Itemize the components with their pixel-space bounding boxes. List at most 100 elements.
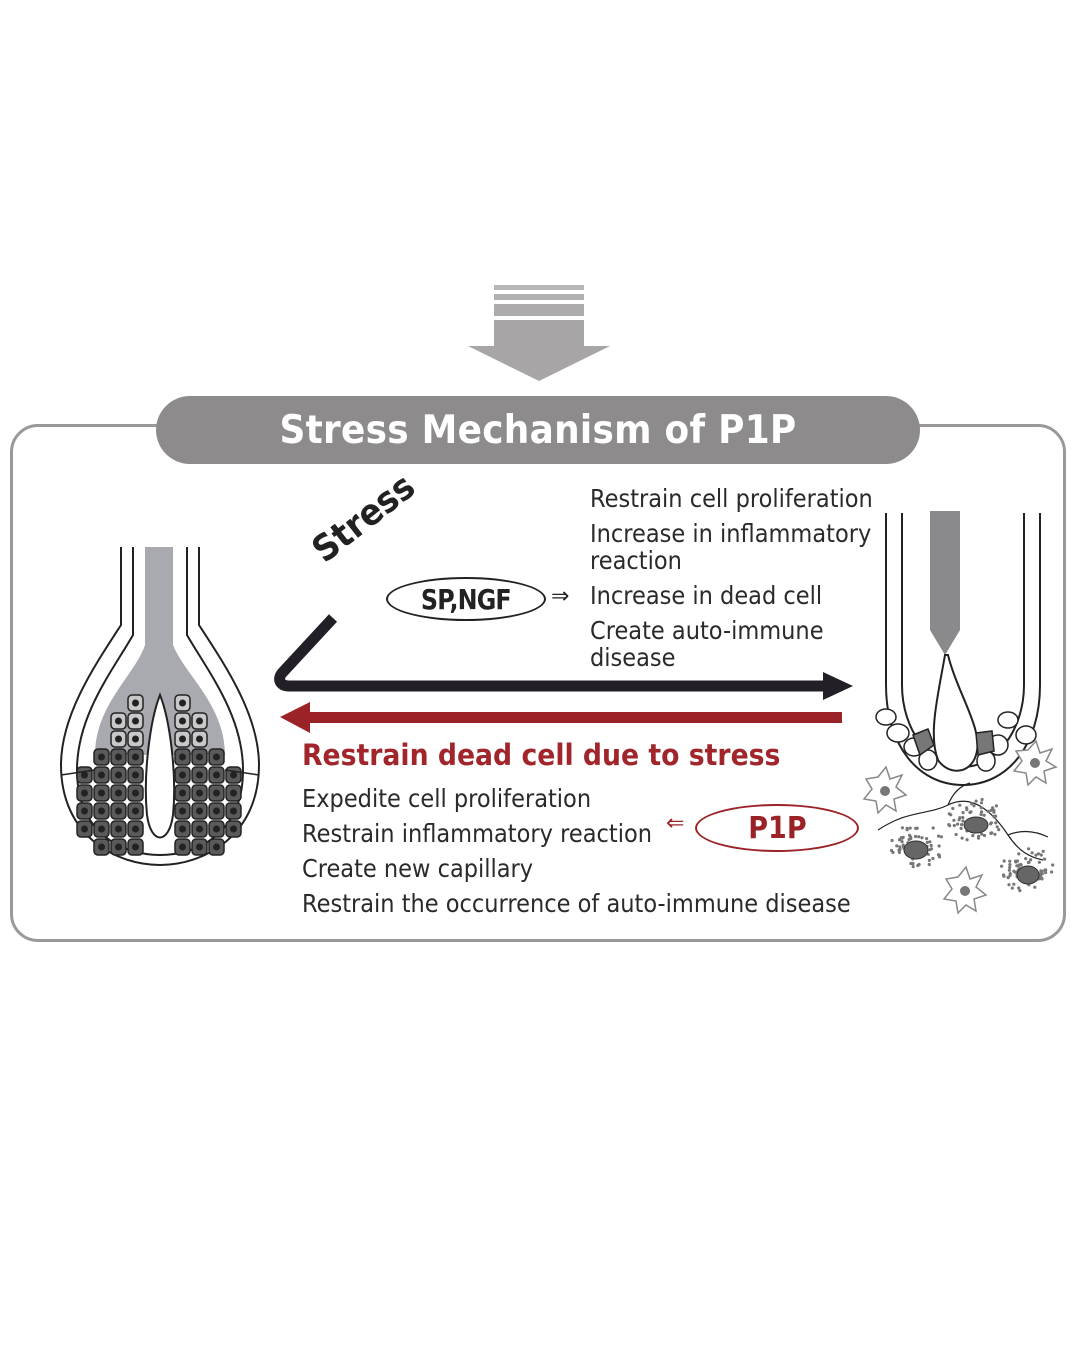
granule	[960, 836, 964, 840]
p1p-effect-item: Restrain the occurrence of auto-immune d…	[302, 889, 851, 918]
cell-nucleus	[81, 807, 88, 815]
granule	[925, 840, 929, 844]
granule	[1012, 882, 1016, 886]
granule	[937, 834, 941, 838]
granule	[898, 845, 902, 849]
p1p-effect-item: Create new capillary	[302, 854, 534, 883]
cell-nucleus	[196, 807, 203, 815]
cell-nucleus	[81, 771, 88, 779]
cell-nucleus	[115, 807, 122, 815]
cell-nucleus	[98, 789, 105, 797]
cell-nucleus	[213, 843, 220, 851]
granule	[1007, 883, 1011, 887]
cell-nucleus	[81, 825, 88, 833]
cell-nucleus	[98, 825, 105, 833]
granule	[971, 834, 975, 838]
granule	[1008, 873, 1012, 877]
granule	[917, 835, 921, 839]
granule	[952, 823, 956, 828]
cell-nucleus	[132, 771, 139, 779]
cell-nucleus	[230, 825, 237, 833]
granule	[954, 832, 958, 837]
granule	[1017, 886, 1021, 890]
granule	[961, 819, 965, 823]
granule	[1036, 852, 1041, 856]
granule	[899, 836, 903, 840]
granule	[994, 804, 998, 808]
cell-nucleus	[132, 717, 139, 725]
cell-nucleus	[98, 843, 105, 851]
p1p-effect-item: Restrain inflammatory reaction	[302, 819, 652, 848]
cell-nucleus	[132, 735, 139, 743]
cell-nucleus	[115, 843, 122, 851]
granule	[907, 837, 911, 842]
granule	[986, 809, 990, 813]
granule	[957, 818, 961, 822]
granule	[937, 844, 941, 848]
stress-effect-item: Restrain cell proliferation	[590, 484, 873, 513]
granule	[1033, 885, 1037, 889]
granule	[1030, 851, 1034, 855]
granule	[965, 808, 969, 812]
granule	[895, 844, 899, 848]
granule	[979, 812, 983, 817]
cell-nucleus	[230, 807, 237, 815]
cell-nucleus	[179, 807, 186, 815]
stress-effect-item: Increase in inflammatory reaction	[590, 519, 872, 575]
granule	[911, 861, 915, 866]
cell-nucleus	[132, 807, 139, 815]
cell-nucleus	[132, 825, 139, 833]
recovery-arrow	[280, 702, 842, 733]
cell-nucleus	[213, 753, 220, 761]
granule	[927, 858, 931, 862]
granule	[890, 838, 894, 843]
granule	[956, 822, 960, 826]
granule	[900, 826, 904, 830]
cell-nucleus	[196, 735, 203, 743]
granule	[931, 826, 935, 830]
cell-nucleus	[179, 735, 186, 743]
p1p-effect-item: Expedite cell proliferation	[302, 784, 592, 813]
granule	[982, 833, 987, 838]
granule	[972, 804, 976, 808]
granule	[1024, 857, 1028, 861]
granule	[898, 847, 902, 851]
cell-nucleus	[179, 825, 186, 833]
stress-arrow	[274, 614, 853, 700]
granule	[991, 806, 995, 810]
granule	[1013, 859, 1018, 863]
cell-nucleus	[213, 825, 220, 833]
granule	[958, 803, 962, 807]
granule	[1043, 868, 1047, 872]
title-banner: Stress Mechanism of P1P	[156, 396, 920, 464]
granule	[900, 840, 904, 844]
granule	[1017, 863, 1021, 867]
granule	[980, 797, 984, 802]
cell-nucleus	[196, 789, 203, 797]
stress-factors-label: SP,NGF	[421, 582, 512, 616]
cell-nucleus	[179, 789, 186, 797]
cell-nucleus	[132, 699, 139, 707]
granule	[1050, 870, 1054, 874]
granule	[977, 834, 981, 838]
granule	[947, 812, 951, 816]
granule	[1027, 847, 1031, 851]
granule	[970, 802, 974, 806]
granule	[1017, 852, 1021, 856]
granule	[995, 825, 999, 829]
cell-nucleus	[132, 789, 139, 797]
cell-nucleus	[196, 825, 203, 833]
cell-nucleus	[132, 843, 139, 851]
p1p-oval: P1P	[695, 804, 859, 852]
granule	[979, 801, 984, 805]
granule	[989, 821, 993, 825]
cell-nucleus	[230, 771, 237, 779]
granule	[928, 848, 932, 852]
cell-nucleus	[196, 717, 203, 725]
granule	[1043, 857, 1047, 861]
cell-nucleus	[213, 807, 220, 815]
granule	[1041, 849, 1045, 853]
granule	[911, 865, 915, 869]
cell-nucleus	[115, 753, 122, 761]
healthy-follicle-illustration	[59, 547, 261, 867]
